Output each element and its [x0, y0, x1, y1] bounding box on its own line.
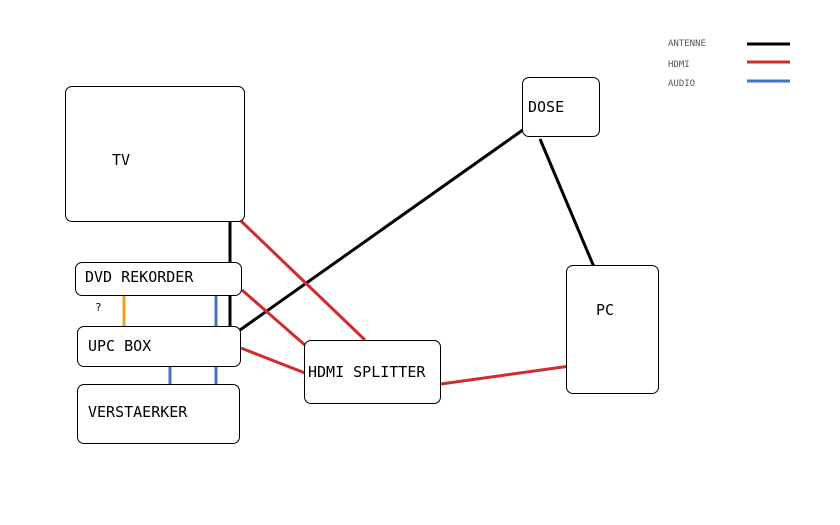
dose-label: DOSE [528, 98, 565, 116]
dvd-rekorder-label: DVD REKORDER [85, 268, 194, 286]
dose-box[interactable] [522, 77, 600, 137]
wire-dose-pc [538, 138, 596, 268]
wire-upc-splitter [240, 346, 306, 375]
dvd-rekorder-box[interactable] [75, 262, 242, 296]
legend-label-audio: AUDIO [668, 79, 696, 89]
wire-dvd-splitter [241, 288, 307, 348]
legend-swatch-antenne [747, 42, 790, 46]
upc-box-label: UPC BOX [88, 337, 152, 355]
hdmi-splitter-label: HDMI SPLITTER [308, 363, 426, 381]
wire-dose-upc [239, 125, 528, 332]
hdmi-splitter-box[interactable] [304, 340, 441, 404]
verstaerker-box[interactable] [77, 384, 240, 444]
pc-box[interactable] [566, 265, 659, 394]
unknown-cable-annotation: ? [95, 301, 102, 314]
legend-swatch-hdmi [747, 60, 790, 64]
upc-box[interactable] [77, 326, 241, 367]
wire-splitter-pc [440, 364, 571, 386]
legend-label-hdmi: HDMI [668, 60, 690, 70]
legend-label-antenne: ANTENNE [668, 39, 706, 49]
legend-swatch-audio [747, 79, 790, 83]
tv-box[interactable] [65, 86, 245, 222]
verstaerker-label: VERSTAERKER [88, 403, 188, 421]
pc-label: PC [596, 301, 615, 319]
wire-tv-splitter [238, 218, 367, 342]
tv-label: TV [112, 151, 131, 169]
